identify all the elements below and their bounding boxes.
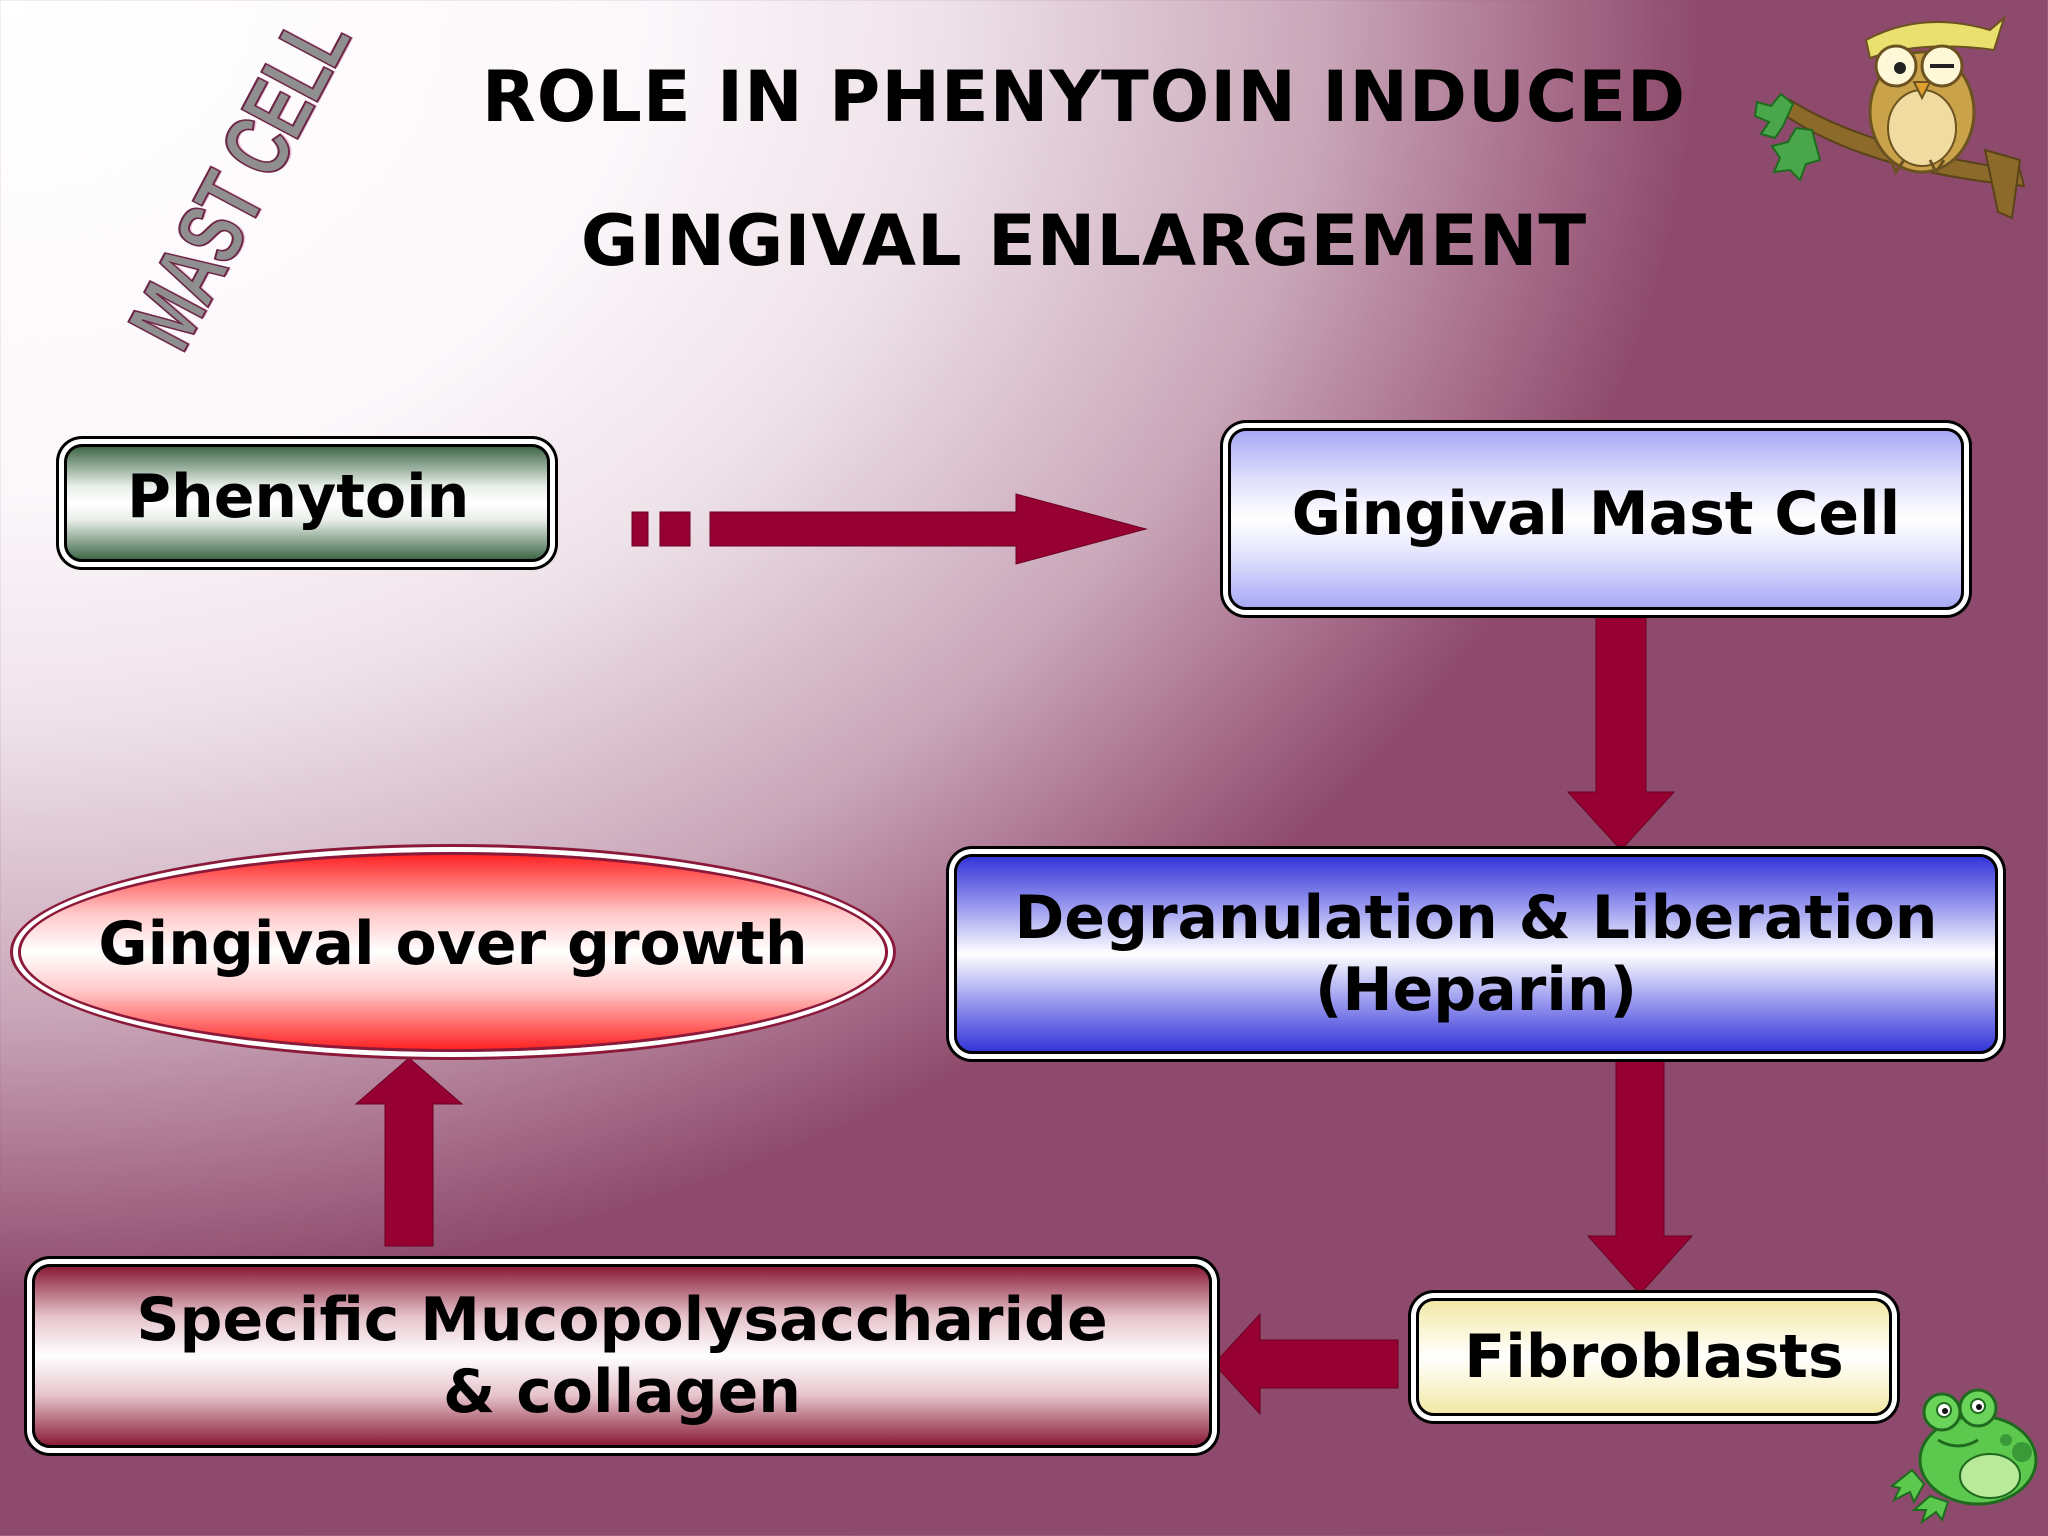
- node-gingival-mast-cell-label: Gingival Mast Cell: [1291, 479, 1901, 549]
- node-degranulation-line-1: Degranulation & Liberation: [1014, 883, 1938, 953]
- node-gingival-overgrowth-label: Gingival over growth: [98, 909, 808, 979]
- arrow-phenytoin-to-mast-cell: [709, 493, 1148, 565]
- node-mucopolysaccharide-line-1: Specific Mucopolysaccharide: [136, 1285, 1108, 1355]
- node-mucopolysaccharide-line-2: & collagen: [443, 1357, 801, 1427]
- node-gingival-mast-cell: Gingival Mast Cell: [1228, 428, 1964, 610]
- slide-title-line-1: ROLE IN PHENYTOIN INDUCED: [481, 56, 1687, 138]
- arrow-mucopolysaccharide-to-overgrowth: [354, 1057, 464, 1247]
- frog-icon: [1889, 1388, 2038, 1525]
- owl-icon: [1753, 14, 2026, 220]
- node-mucopolysaccharide: Specific Mucopolysaccharide & collagen: [32, 1264, 1212, 1448]
- dash-1: [631, 511, 649, 547]
- node-degranulation: Degranulation & Liberation (Heparin): [954, 854, 1998, 1054]
- slide-title-line-2: GINGIVAL ENLARGEMENT: [580, 200, 1588, 282]
- arrow-degranulation-to-fibroblasts: [1586, 1059, 1694, 1295]
- arrow-fibroblasts-to-mucopolysaccharide: [1213, 1312, 1399, 1416]
- node-gingival-overgrowth: Gingival over growth: [18, 852, 888, 1052]
- node-phenytoin: Phenytoin: [64, 444, 550, 562]
- arrow-mast-cell-to-degranulation: [1566, 613, 1676, 851]
- dash-2: [659, 511, 691, 547]
- node-fibroblasts: Fibroblasts: [1416, 1298, 1892, 1416]
- node-phenytoin-label: Phenytoin: [127, 462, 470, 532]
- node-fibroblasts-label: Fibroblasts: [1464, 1322, 1844, 1392]
- node-degranulation-line-2: (Heparin): [1314, 955, 1638, 1025]
